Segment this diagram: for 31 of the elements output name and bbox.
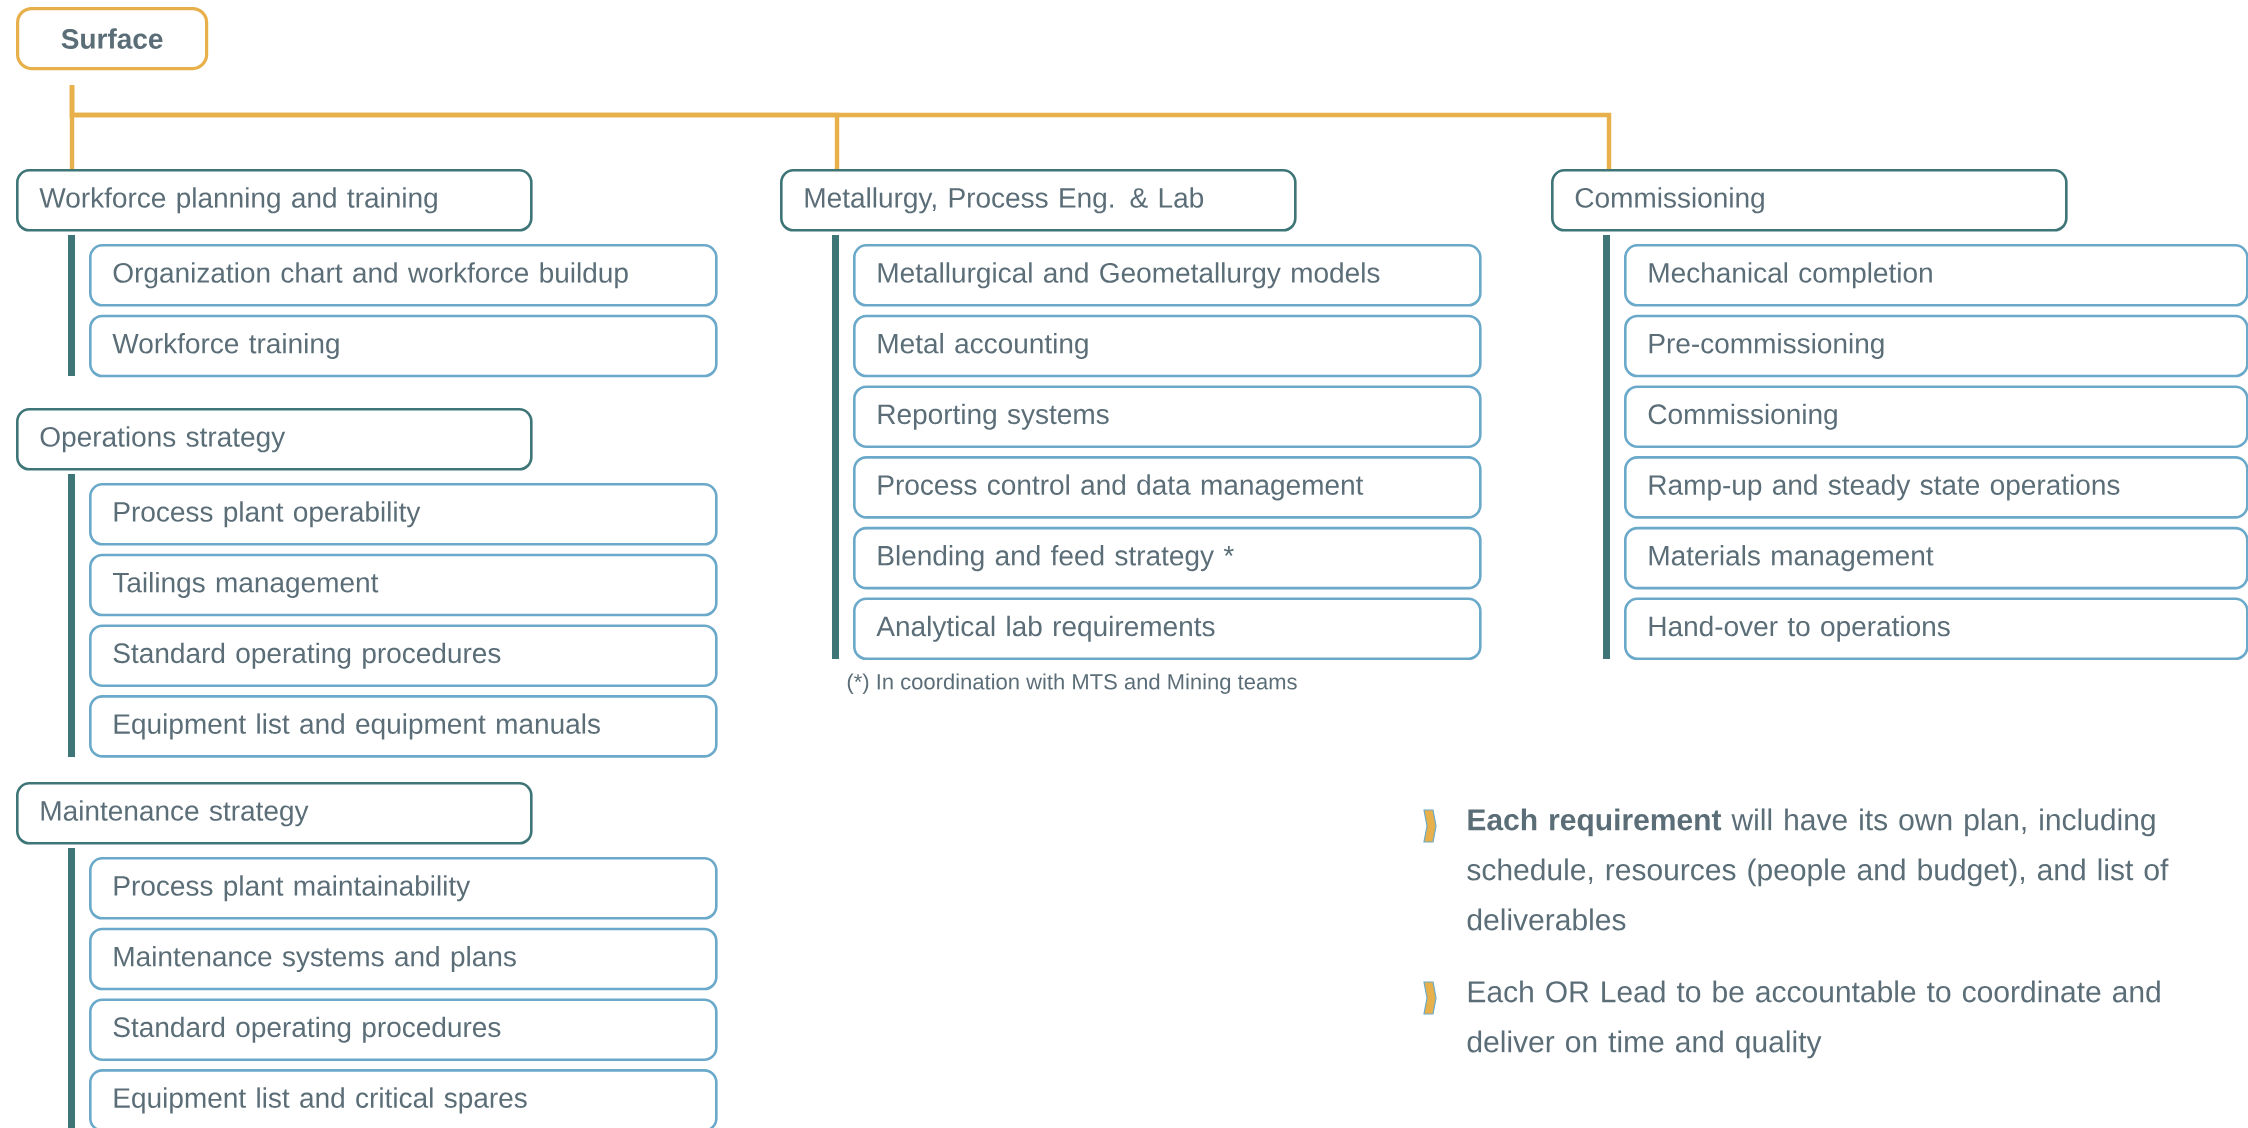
- task-box: Blending and feed strategy *: [853, 526, 1482, 590]
- task-box: Equipment list and critical spares: [89, 1069, 718, 1128]
- category-box: Maintenance strategy: [16, 782, 533, 845]
- category-box: Metallurgy, Process Eng. & Lab: [780, 169, 1297, 232]
- bullet-text: Each requirement will have its own plan, including schedule, resources (people and budget), and list of deliverables: [1467, 808, 2169, 931]
- task-box: Process plant operability: [89, 483, 718, 546]
- task-box: Pre-commissioning: [1624, 314, 2248, 378]
- category-box: Workforce planning and training: [16, 169, 533, 232]
- task-box: Standard operating procedures: [89, 998, 718, 1061]
- task-box: Tailings management: [89, 553, 718, 617]
- task-box: Organization chart and workforce buildup: [89, 244, 718, 307]
- task-box: Process control and data management: [853, 456, 1482, 519]
- task-box: Hand-over to operations: [1624, 597, 2248, 661]
- task-box: Process plant maintainability: [89, 857, 718, 920]
- task-box: Ramp-up and steady state operations: [1624, 456, 2248, 519]
- task-box: Analytical lab requirements: [853, 597, 1482, 661]
- task-box: Equipment list and equipment manuals: [89, 695, 718, 758]
- task-box: Standard operating procedures: [89, 624, 718, 687]
- category-box: Operations strategy: [16, 408, 533, 471]
- root-box: Surface: [16, 7, 209, 71]
- task-box: Reporting systems: [853, 385, 1482, 448]
- category-box: Commissioning: [1551, 169, 2068, 232]
- task-box: Materials management: [1624, 526, 2248, 590]
- task-box: Mechanical completion: [1624, 244, 2248, 307]
- task-box: Maintenance systems and plans: [89, 927, 718, 991]
- task-box: Commissioning: [1624, 385, 2248, 448]
- connector-line: [69, 85, 1612, 169]
- task-box: Metal accounting: [853, 314, 1482, 378]
- bullet-text: Each OR Lead to be accountable to coordinate and deliver on time and quality: [1467, 980, 2160, 1059]
- task-box: Metallurgical and Geometallurgy models: [853, 244, 1482, 307]
- task-box: Workforce training: [89, 314, 718, 378]
